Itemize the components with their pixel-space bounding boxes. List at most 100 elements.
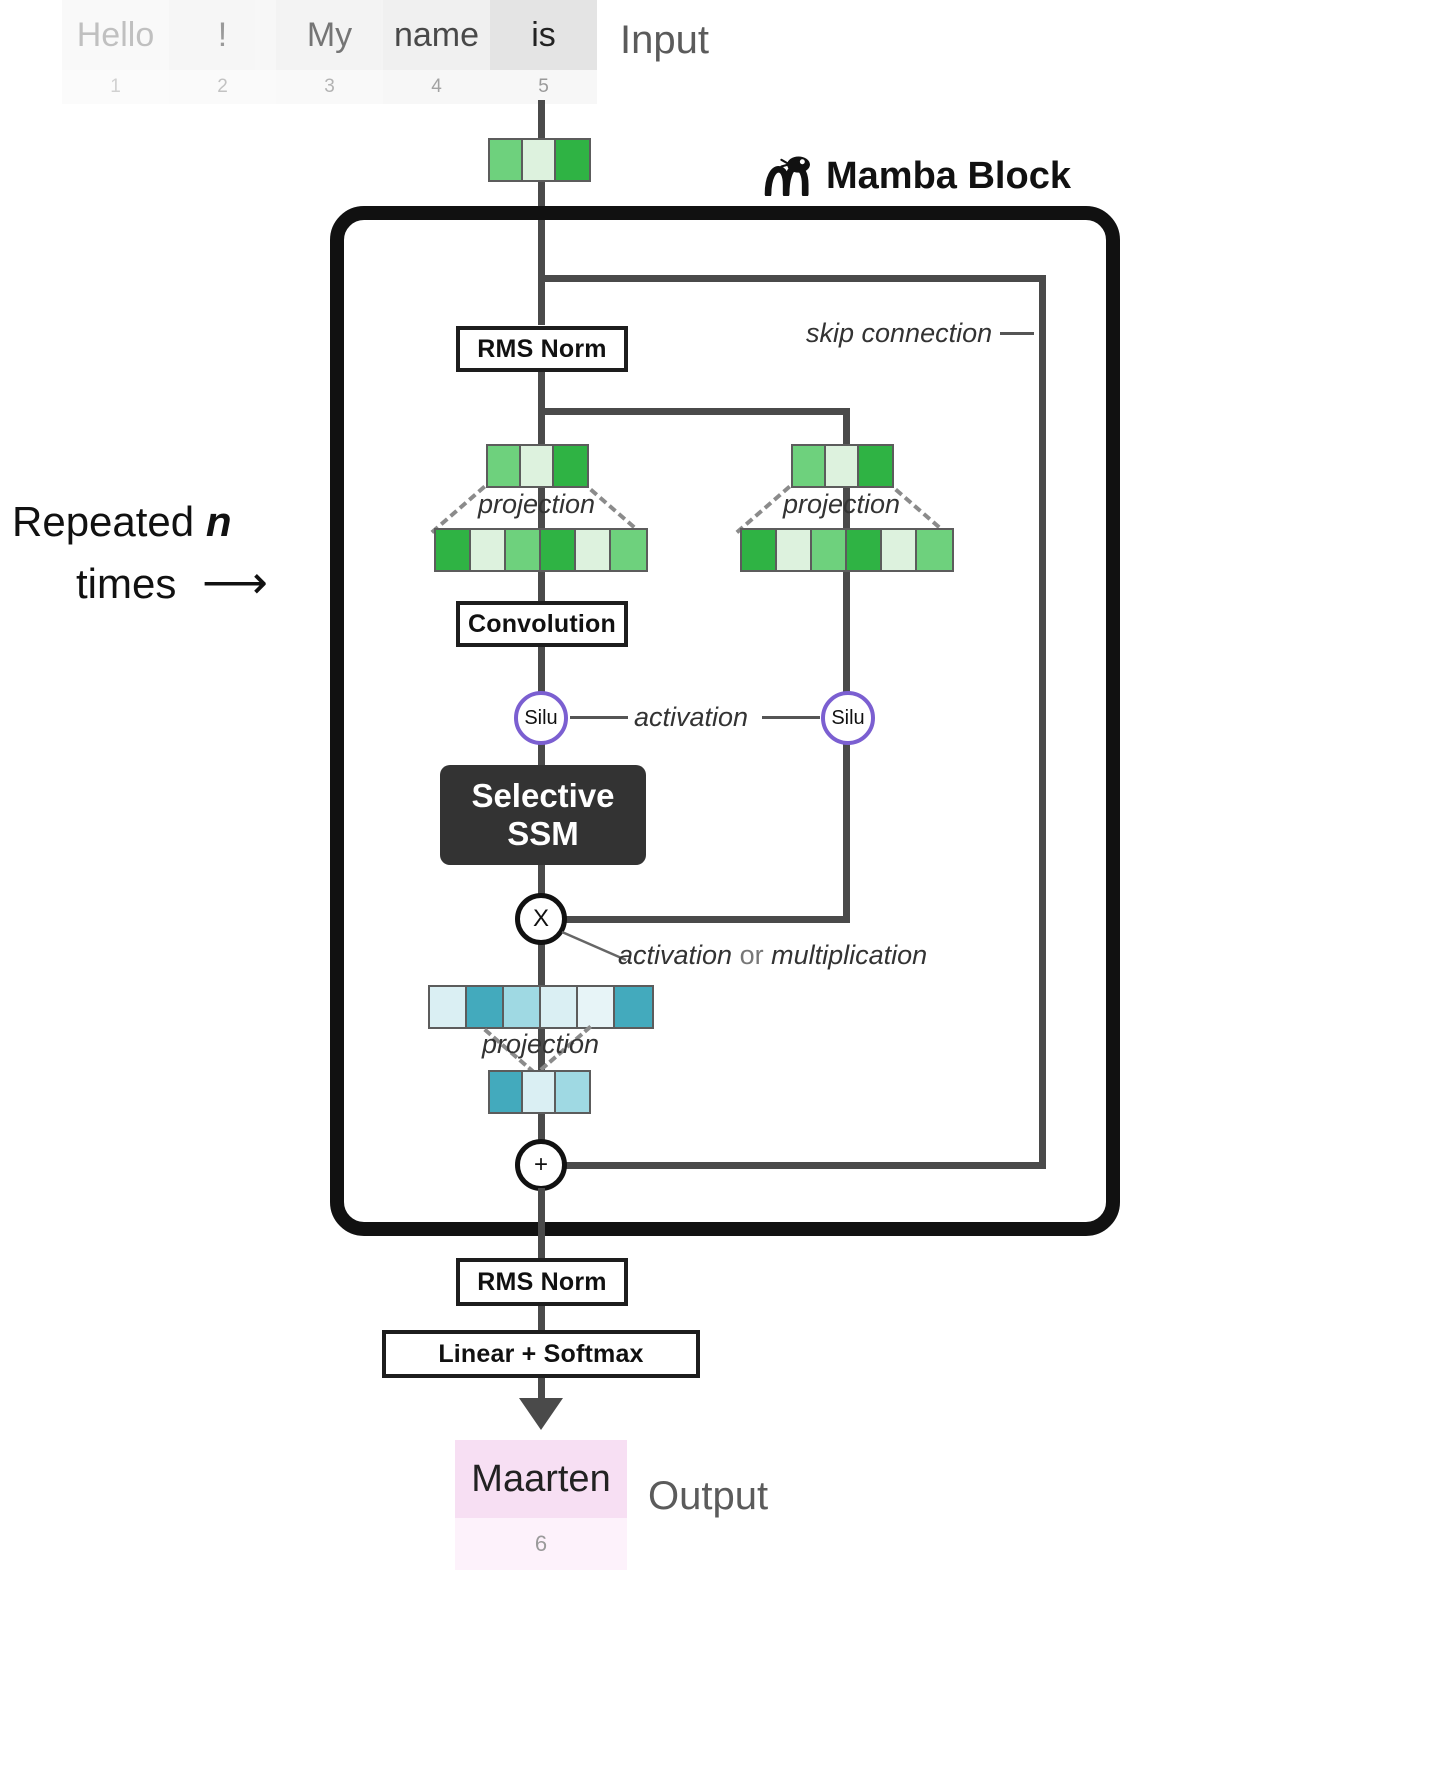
embedding-cell bbox=[523, 1072, 556, 1112]
selective-ssm-label-line2: SSM bbox=[507, 815, 579, 852]
embedding-cell bbox=[882, 530, 917, 570]
mamba-snake-icon bbox=[764, 156, 810, 196]
skip-connection-leader-line bbox=[1000, 332, 1034, 335]
input-token-word: is bbox=[490, 0, 597, 70]
wire-skip-top bbox=[538, 275, 1046, 282]
embedding-cell bbox=[436, 530, 471, 570]
wire-left-main-column bbox=[538, 567, 545, 1167]
embedding-cell bbox=[488, 446, 521, 486]
wire-skip-bottom bbox=[560, 1162, 1046, 1169]
repeat-suffix: times bbox=[76, 559, 177, 607]
left-post-projection-vector bbox=[434, 528, 648, 572]
output-token: Maarten 6 bbox=[455, 1440, 627, 1570]
silu-left-label: Silu bbox=[524, 706, 558, 729]
embedding-cell bbox=[742, 530, 777, 570]
mamba-block-border bbox=[330, 206, 1120, 1236]
add-label: + bbox=[533, 1151, 548, 1178]
wire-skip-right bbox=[1039, 275, 1046, 1165]
embedding-cell bbox=[467, 987, 504, 1027]
rms-norm-top-label: RMS Norm bbox=[477, 334, 607, 363]
linear-softmax-node[interactable]: Linear + Softmax bbox=[382, 1330, 700, 1378]
embedding-cell bbox=[826, 446, 859, 486]
input-token-word: name bbox=[383, 0, 490, 70]
output-arrowhead-icon bbox=[519, 1398, 563, 1430]
selective-ssm-node[interactable]: Selective SSM bbox=[440, 765, 646, 865]
wire-norm-to-linear bbox=[538, 1306, 545, 1332]
input-token-index: 4 bbox=[383, 70, 490, 104]
output-label: Output bbox=[648, 1474, 769, 1518]
input-embedding-vector bbox=[488, 138, 591, 182]
annotation-activation: activation bbox=[618, 940, 733, 970]
convolution-node[interactable]: Convolution bbox=[456, 601, 628, 647]
activation-connector-right bbox=[762, 716, 820, 719]
embedding-cell bbox=[615, 987, 652, 1027]
activation-label: activation bbox=[634, 702, 749, 732]
left-pre-projection-vector bbox=[486, 444, 589, 488]
silu-right-node[interactable]: Silu bbox=[821, 691, 875, 745]
right-pre-projection-vector bbox=[791, 444, 894, 488]
embedding-cell bbox=[504, 987, 541, 1027]
projection-right-label: projection bbox=[783, 489, 901, 519]
multiply-node[interactable]: X bbox=[515, 893, 567, 945]
linear-softmax-label: Linear + Softmax bbox=[438, 1339, 644, 1368]
wire-norm-to-split bbox=[538, 372, 545, 418]
rms-norm-top-node[interactable]: RMS Norm bbox=[456, 326, 628, 372]
input-token-word: Hello bbox=[62, 0, 169, 70]
projection-left-label: projection bbox=[478, 489, 596, 519]
embedding-cell bbox=[471, 530, 506, 570]
input-token-strip: Hello 1 ! 2 My 3 name 4 is 5 bbox=[62, 0, 597, 104]
annotation-multiplication: multiplication bbox=[771, 940, 928, 970]
embedding-cell bbox=[611, 530, 646, 570]
silu-left-node[interactable]: Silu bbox=[514, 691, 568, 745]
input-token-word: My bbox=[276, 0, 383, 70]
activation-connector-left bbox=[570, 716, 628, 719]
rms-norm-bottom-node[interactable]: RMS Norm bbox=[456, 1258, 628, 1306]
repeated-n-times-label: Repeated n times ⟶ bbox=[12, 494, 268, 613]
activation-or-multiplication-label: activation or multiplication bbox=[618, 940, 927, 971]
embedding-cell bbox=[576, 530, 611, 570]
silu-right-label: Silu bbox=[831, 706, 865, 729]
input-token: ! 2 bbox=[169, 0, 276, 104]
embedding-cell bbox=[847, 530, 882, 570]
input-token-index: 2 bbox=[169, 70, 276, 104]
rms-norm-bottom-label: RMS Norm bbox=[477, 1267, 607, 1296]
repeat-prefix: Repeated bbox=[12, 498, 206, 545]
embedding-cell bbox=[917, 530, 952, 570]
wire-branch-split bbox=[538, 408, 850, 415]
add-node[interactable]: + bbox=[515, 1139, 567, 1191]
wire-right-proj-link bbox=[843, 487, 850, 529]
output-token-word: Maarten bbox=[455, 1440, 627, 1518]
embedding-cell bbox=[541, 530, 576, 570]
output-token-index: 6 bbox=[455, 1518, 627, 1570]
embedding-cell bbox=[556, 1072, 589, 1112]
input-token-index: 5 bbox=[490, 70, 597, 104]
right-post-projection-vector bbox=[740, 528, 954, 572]
embedding-cell bbox=[578, 987, 615, 1027]
wire-add-to-bottom-norm bbox=[538, 1188, 545, 1260]
repeat-arrow-icon: ⟶ bbox=[202, 555, 268, 608]
embedding-cell bbox=[490, 1072, 523, 1112]
wire-left-branch-down bbox=[538, 408, 545, 448]
input-token: My 3 bbox=[276, 0, 383, 104]
mamba-block-title: Mamba Block bbox=[826, 155, 1071, 197]
wire-right-branch-down bbox=[843, 408, 850, 448]
embedding-cell bbox=[812, 530, 847, 570]
embedding-cell bbox=[793, 446, 826, 486]
input-token: is 5 bbox=[490, 0, 597, 104]
input-token: Hello 1 bbox=[62, 0, 169, 104]
multiply-leader-line bbox=[561, 930, 627, 962]
input-token-word: ! bbox=[169, 0, 276, 70]
embedding-cell bbox=[556, 140, 589, 180]
embedding-cell bbox=[490, 140, 523, 180]
embedding-cell bbox=[777, 530, 812, 570]
embedding-cell bbox=[859, 446, 892, 486]
input-token-index: 3 bbox=[276, 70, 383, 104]
embedding-cell bbox=[521, 446, 554, 486]
repeat-n: n bbox=[205, 498, 232, 545]
embedding-cell bbox=[523, 140, 556, 180]
skip-connection-label: skip connection bbox=[806, 318, 993, 348]
embedding-cell bbox=[430, 987, 467, 1027]
selective-ssm-label-line1: Selective bbox=[471, 777, 615, 815]
multiply-label: X bbox=[532, 905, 549, 932]
embedding-cell bbox=[506, 530, 541, 570]
